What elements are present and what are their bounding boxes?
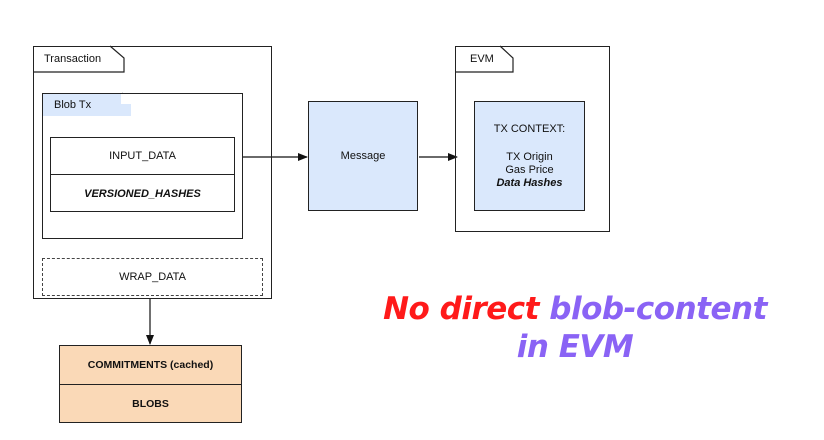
data-hashes-item: Data Hashes (496, 177, 563, 189)
headline-line-1: No direct blob-content (330, 290, 820, 328)
headline-no-direct: No direct (383, 291, 539, 327)
message-box: Message (308, 101, 418, 211)
transaction-tab-outline (33, 45, 125, 73)
gas-price-item: Gas Price (505, 164, 554, 176)
transaction-container (33, 46, 272, 299)
input-data-cell: INPUT_DATA (109, 150, 176, 162)
storage-divider (59, 384, 242, 385)
commitments-cell: COMMITMENTS (cached) (87, 358, 214, 371)
evm-container (455, 46, 610, 232)
tx-context-title: TX CONTEXT: (493, 123, 566, 135)
headline-line-2: in EVM (516, 329, 634, 365)
fields-divider (50, 174, 235, 175)
wrap-data-box: WRAP_DATA (42, 258, 263, 296)
evm-label: EVM (470, 53, 494, 65)
blobs-cell: BLOBS (132, 398, 169, 410)
tx-origin-item: TX Origin (506, 151, 553, 163)
tx-context-box (474, 101, 585, 211)
blob-tx-label: Blob Tx (54, 99, 92, 111)
blob-tx-tab (43, 94, 121, 116)
headline-blob-content: blob-content (549, 291, 767, 327)
transaction-label: Transaction (44, 53, 102, 65)
headline: No direct blob-content in EVM (330, 290, 820, 366)
evm-tab-outline (455, 45, 514, 73)
blob-tx-tab-slope (121, 104, 131, 116)
versioned-hashes-cell: VERSIONED_HASHES (84, 187, 201, 200)
